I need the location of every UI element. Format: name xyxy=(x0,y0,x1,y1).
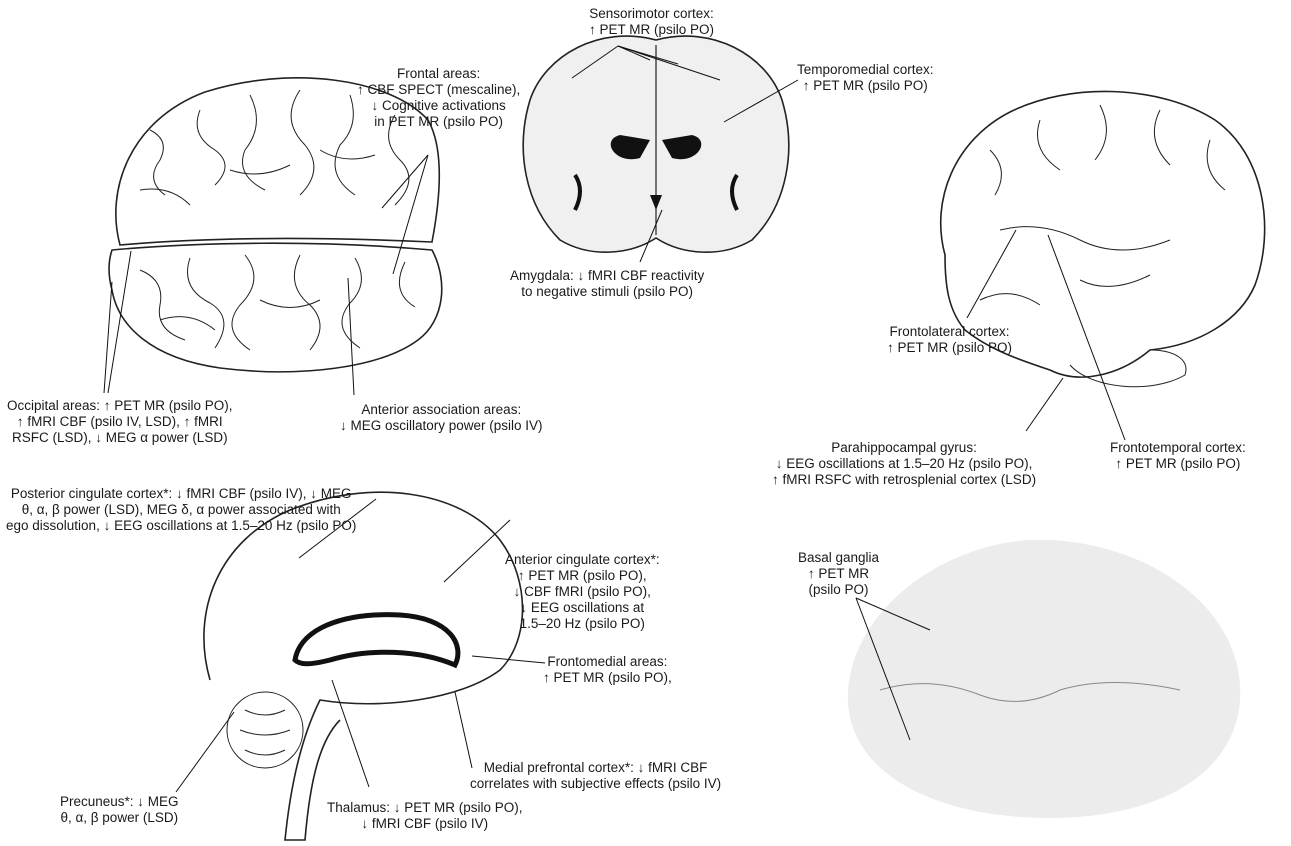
axial-section xyxy=(848,540,1240,818)
label-precuneus: Precuneus*: ↓ MEG θ, α, β power (LSD) xyxy=(60,794,179,826)
label-frontolateral-cortex: Frontolateral cortex: ↑ PET MR (psilo PO… xyxy=(887,324,1012,356)
label-posterior-cingulate-cortex: Posterior cingulate cortex*: ↓ fMRI CBF … xyxy=(6,486,356,534)
label-temporomedial-cortex: Temporomedial cortex: ↑ PET MR (psilo PO… xyxy=(797,62,934,94)
label-frontomedial-areas: Frontomedial areas: ↑ PET MR (psilo PO), xyxy=(543,654,672,686)
label-frontal-areas: Frontal areas: ↑ CBF SPECT (mescaline), … xyxy=(357,66,520,130)
label-basal-ganglia: Basal ganglia ↑ PET MR (psilo PO) xyxy=(798,550,879,598)
label-parahippocampal-gyrus: Parahippocampal gyrus: ↓ EEG oscillation… xyxy=(772,440,1036,488)
label-anterior-association-areas: Anterior association areas: ↓ MEG oscill… xyxy=(340,402,543,434)
coronal-section xyxy=(523,36,789,252)
label-medial-prefrontal-cortex: Medial prefrontal cortex*: ↓ fMRI CBF co… xyxy=(470,760,721,792)
label-sensorimotor-cortex: Sensorimotor cortex: ↑ PET MR (psilo PO) xyxy=(589,6,714,38)
label-thalamus: Thalamus: ↓ PET MR (psilo PO), ↓ fMRI CB… xyxy=(327,800,523,832)
label-frontotemporal-cortex: Frontotemporal cortex: ↑ PET MR (psilo P… xyxy=(1110,440,1246,472)
label-amygdala: Amygdala: ↓ fMRI CBF reactivity to negat… xyxy=(510,268,704,300)
label-anterior-cingulate-cortex: Anterior cingulate cortex*: ↑ PET MR (ps… xyxy=(505,552,660,632)
label-occipital-areas: Occipital areas: ↑ PET MR (psilo PO), ↑ … xyxy=(7,398,233,446)
